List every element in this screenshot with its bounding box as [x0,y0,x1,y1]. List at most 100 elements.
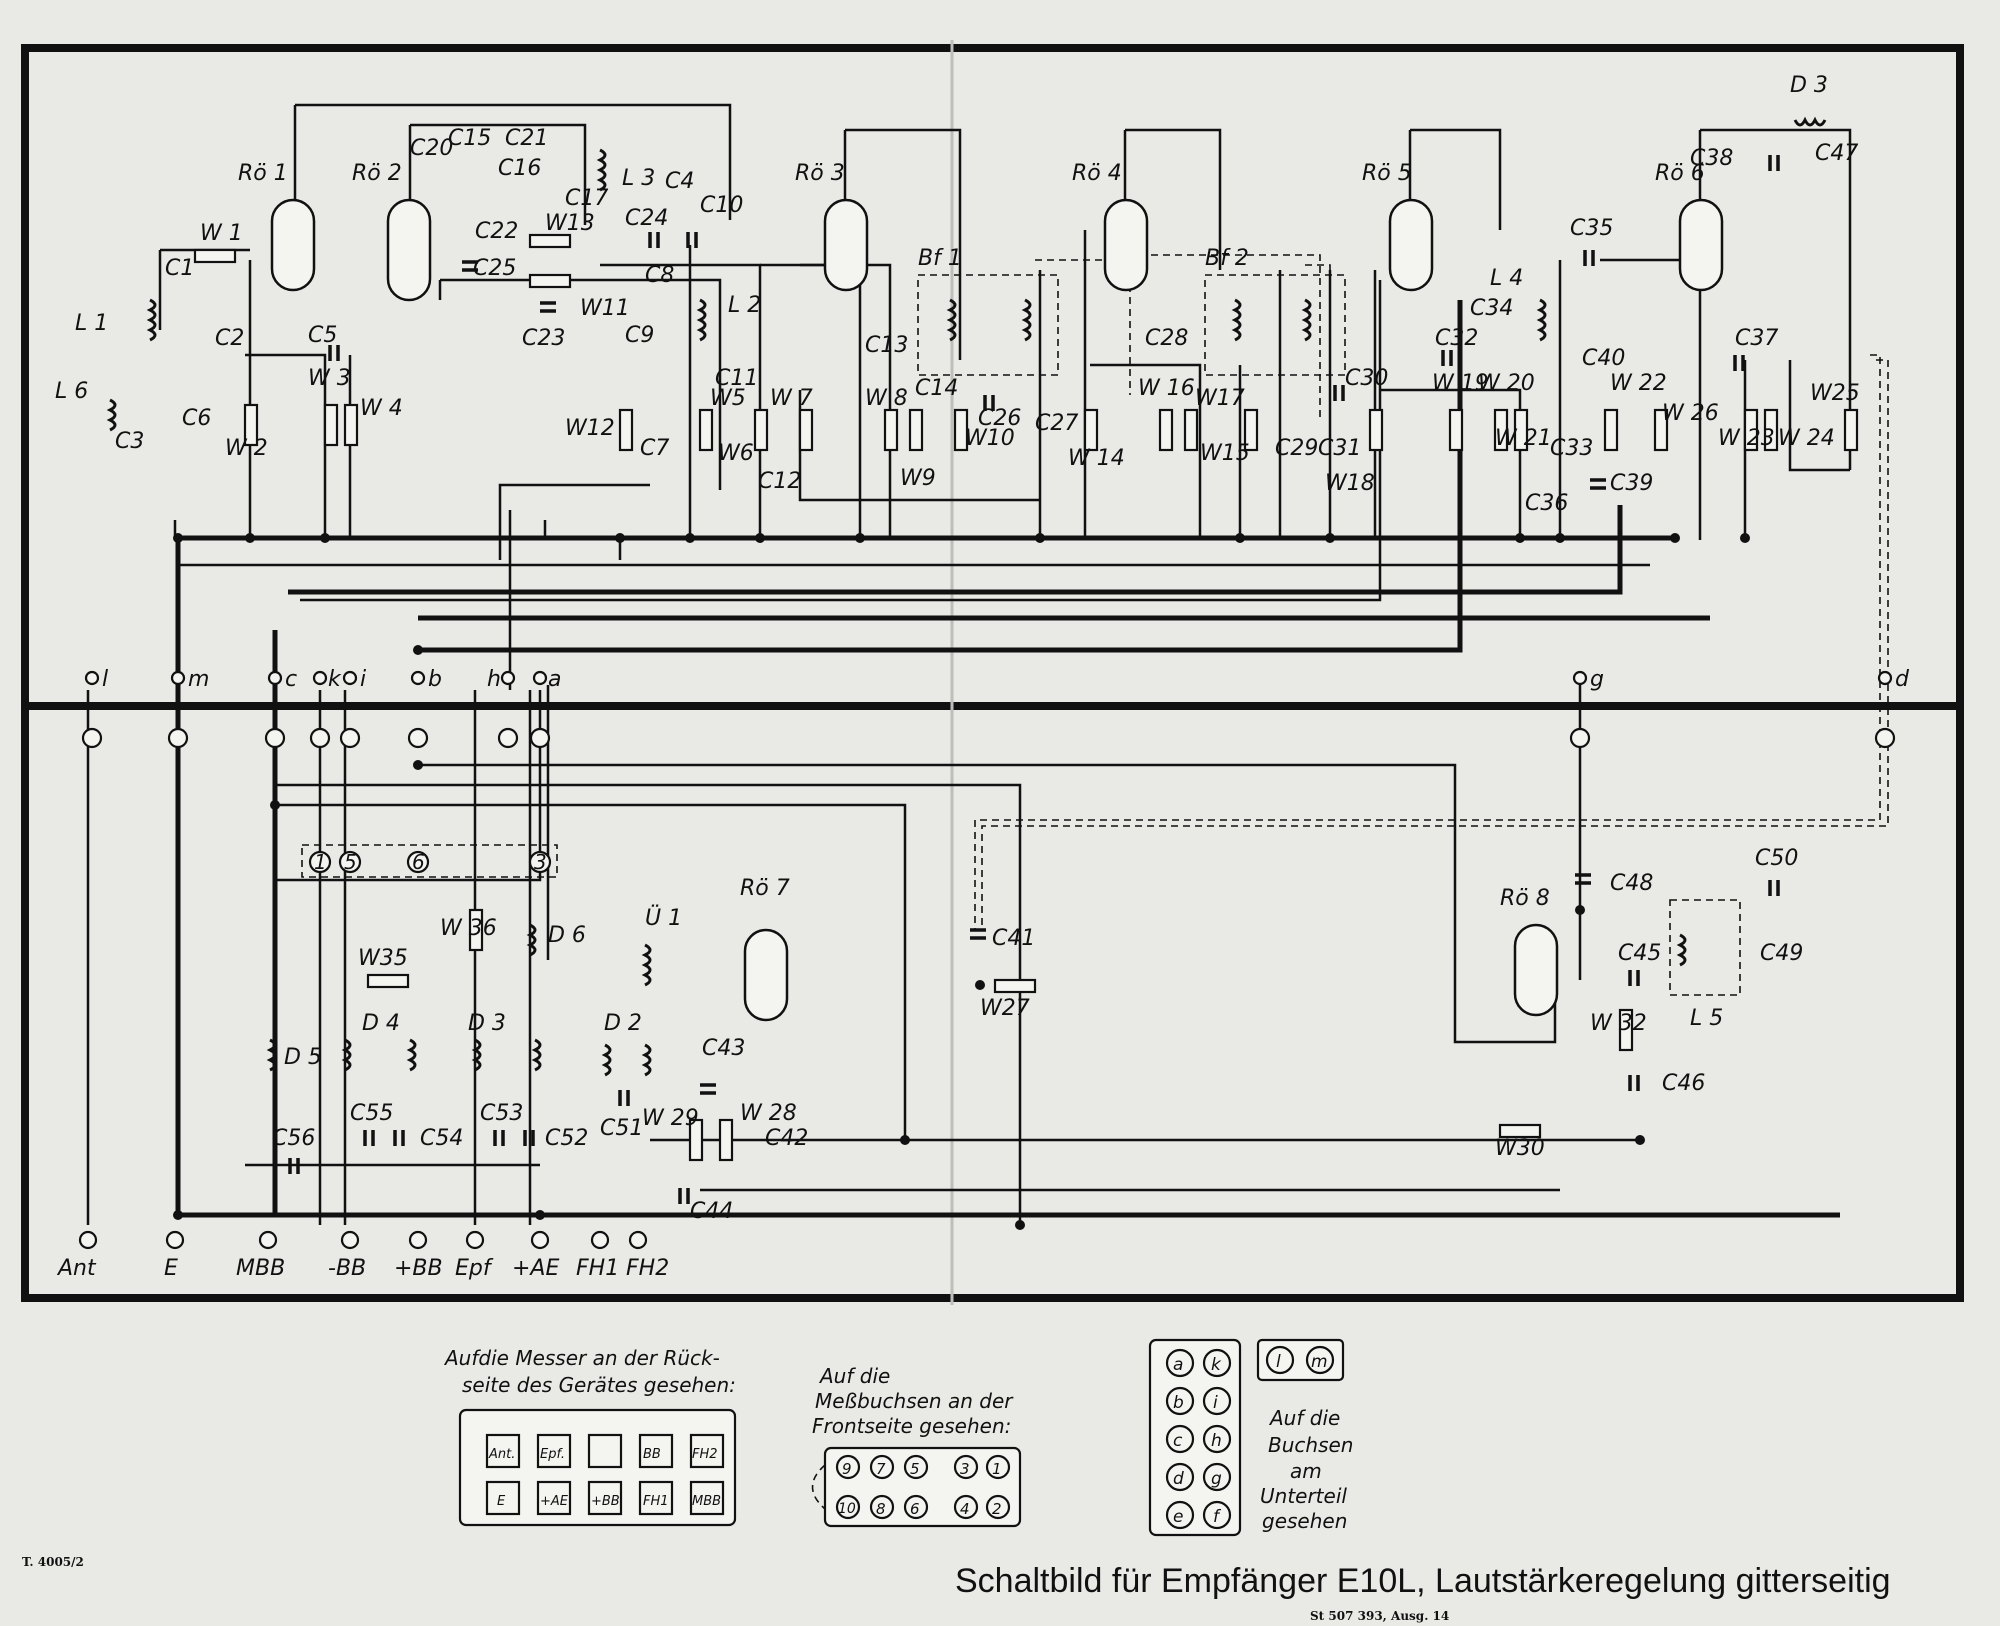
capacitor-label: C32 [1435,326,1478,351]
capacitor-label: C24 [625,206,668,231]
socket-number: 1 [314,850,327,874]
bottom-terminal-label: Epf [455,1256,494,1281]
front-panel-caption: Frontseite gesehen: [812,1414,1011,1438]
capacitor-label: C29 [1275,436,1318,461]
bottom-terminal-label: Ant [56,1256,97,1281]
rear-plug-label: Ant. [488,1447,515,1462]
rear-plug-label: FH1 [643,1494,669,1509]
resistor-label: W 16 [1138,376,1195,401]
document-number: St 507 393, Ausg. 14 [1310,1609,1449,1623]
rear-plug-label: FH2 [692,1447,718,1462]
capacitor-label: C42 [765,1126,808,1151]
front-socket-number: 6 [910,1500,920,1518]
coil-label: L 4 [1490,266,1523,291]
tube-label: Rö 6 [1655,161,1705,186]
front-socket-number: 9 [842,1460,852,1478]
terminal-label: c [285,667,297,692]
capacitor-label: C46 [1662,1071,1705,1096]
capacitor-label: C25 [473,256,516,281]
rear-plug-label: MBB [692,1494,721,1509]
base-socket-letter: g [1211,1469,1222,1489]
capacitor-label: C4 [665,169,694,194]
resistor-label: W27 [980,996,1030,1021]
base-panel-caption: Buchsen [1268,1433,1353,1457]
terminal-label: d [1895,667,1910,692]
resistor-label: W 20 [1478,371,1535,396]
capacitor-label: C7 [640,436,669,461]
terminal-label: i [360,667,366,692]
bottom-terminal-label: MBB [236,1256,285,1281]
coil-label: Ü 1 [645,905,682,931]
tube-label: Rö 4 [1072,161,1122,186]
tube-label: Rö 8 [1500,886,1550,911]
resistor-label: W 28 [740,1101,797,1126]
bandfilters: Bf 1 Bf 2 [301,246,1741,996]
capacitor-label: C34 [1470,296,1513,321]
capacitor-label: C1 [165,256,194,281]
base-panel-caption: am [1290,1459,1322,1483]
resistor-label: W 4 [360,396,403,421]
front-panel-caption: Meßbuchsen an der [815,1389,1014,1413]
terminal-label: k [328,667,342,692]
socket-number: 6 [412,850,425,874]
capacitor-label: C44 [690,1199,733,1224]
capacitor-label: C20 [410,136,453,161]
coil-label: L 6 [55,379,88,404]
resistor-label: W5 [710,386,746,411]
capacitor-label: C41 [992,926,1035,951]
bottom-terminal-label: FH2 [626,1256,669,1281]
capacitors [288,155,1780,1204]
bottom-terminal-label: +BB [394,1256,443,1281]
base-socket-letter: k [1211,1355,1222,1375]
resistor-label: W 22 [1610,371,1667,396]
capacitor-label: C27 [1035,411,1078,436]
rear-plug-label: BB [643,1447,661,1462]
capacitor-label: C28 [1145,326,1188,351]
diagram-title: Schaltbild für Empfänger E10L, Lautstärk… [955,1562,1891,1600]
resistor-label: W 19 [1432,371,1489,396]
tube-label: Rö 1 [238,161,288,186]
resistor-label: W 2 [225,436,268,461]
capacitor-label: C55 [350,1101,393,1126]
base-socket-letter: h [1211,1431,1222,1451]
front-socket-number: 2 [992,1500,1002,1518]
tubes [270,198,1724,1022]
resistor-label: W 23 [1718,426,1775,451]
resistor-label: W 7 [770,386,813,411]
capacitor-label: C54 [420,1126,463,1151]
junctions [173,533,1750,1230]
front-socket-number: 5 [910,1460,920,1478]
capacitor-label: C43 [702,1036,745,1061]
tube-label: Rö 3 [795,161,845,186]
resistor-label: W25 [1810,381,1860,406]
coil-label: D 5 [284,1045,322,1070]
capacitor-label: C45 [1618,941,1661,966]
rear-plug-label: +AE [540,1494,569,1509]
capacitor-label: C39 [1610,471,1653,496]
resistor-label: W30 [1495,1136,1545,1161]
capacitor-label: C38 [1690,146,1733,171]
capacitor-label: C14 [915,376,958,401]
base-panel-caption: Unterteil [1260,1484,1347,1508]
tube-label: Rö 5 [1362,161,1412,186]
coil-label: L 1 [75,311,108,336]
coils [106,116,1827,1077]
resistor-label: W 24 [1778,426,1835,451]
terminal-label: h [487,667,501,692]
resistor-label: W17 [1195,386,1245,411]
capacitor-label: C3 [115,429,144,454]
capacitor-label: C23 [522,326,565,351]
capacitor-label: C10 [700,193,743,218]
resistor-label: W 21 [1495,426,1552,451]
base-socket-letter: a [1173,1355,1183,1375]
resistor-label: W 26 [1662,401,1719,426]
coil-label: D 2 [604,1011,642,1036]
capacitor-label: C9 [625,323,654,348]
terminal-label: a [548,667,561,692]
capacitor-label: C36 [1525,491,1568,516]
capacitor-label: C22 [475,219,518,244]
capacitor-label: C21 [505,126,548,151]
capacitor-label: C33 [1550,436,1593,461]
front-panel: Auf die Meßbuchsen an der Frontseite ges… [811,1364,1022,1528]
